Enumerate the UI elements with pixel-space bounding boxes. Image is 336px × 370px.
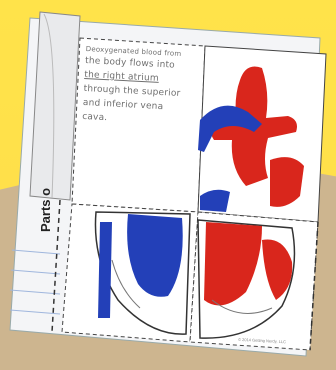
handwritten-note: Deoxygenated blood from the body flows i… — [82, 44, 212, 130]
heart-bottom-left-illustration — [95, 212, 190, 334]
side-label: Parts o — [38, 188, 53, 232]
